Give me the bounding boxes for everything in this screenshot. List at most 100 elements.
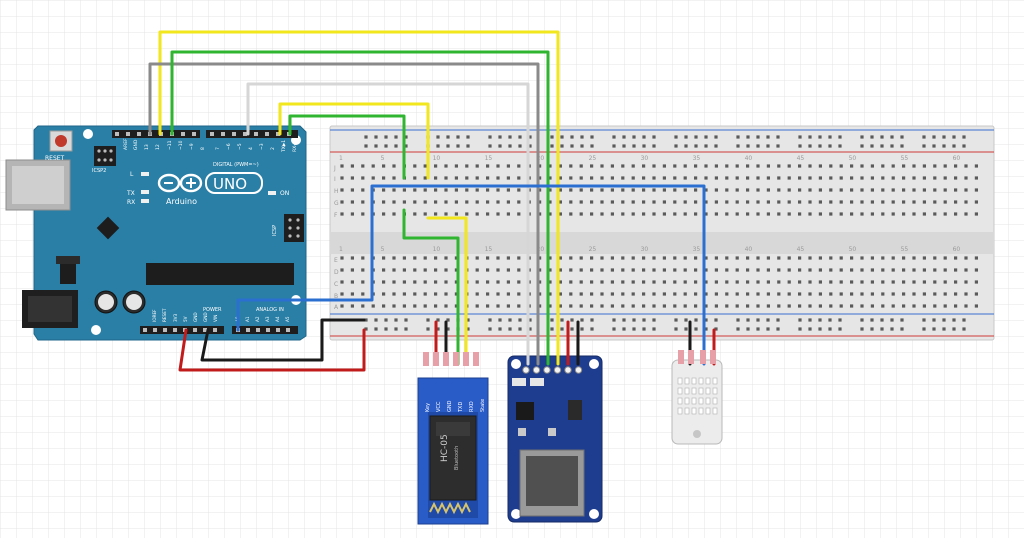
breadboard-hole: [808, 256, 812, 260]
breadboard-hole: [590, 280, 594, 284]
hc05-pin-label: State: [480, 399, 486, 412]
rail-hole: [766, 144, 770, 148]
rail-hole: [756, 327, 760, 331]
rail-hole: [808, 318, 812, 322]
header-pin: [137, 132, 141, 136]
row-letter: A: [334, 304, 339, 311]
rail-hole: [364, 327, 368, 331]
breadboard-hole: [538, 304, 542, 308]
breadboard-hole: [735, 200, 739, 204]
pin-label-6: ~6: [226, 143, 232, 150]
rail-hole: [890, 135, 894, 139]
rail-hole: [798, 144, 802, 148]
breadboard-hole: [964, 256, 968, 260]
breadboard-hole: [621, 176, 625, 180]
breadboard-hole: [569, 188, 573, 192]
breadboard-hole: [569, 292, 573, 296]
breadboard-hole: [423, 256, 427, 260]
breadboard-hole: [548, 304, 552, 308]
breadboard-hole: [766, 188, 770, 192]
breadboard-hole: [579, 200, 583, 204]
breadboard-hole: [662, 176, 666, 180]
header-pin: [181, 132, 185, 136]
breadboard-hole: [382, 304, 386, 308]
led-on: [268, 191, 276, 195]
column-number: 45: [797, 155, 805, 162]
analog-label: ANALOG IN: [256, 307, 284, 313]
breadboard-hole: [486, 176, 490, 180]
breadboard-hole: [610, 256, 614, 260]
rail-hole: [828, 318, 832, 322]
breadboard-hole: [694, 304, 698, 308]
rail-hole: [952, 144, 956, 148]
breadboard-hole: [735, 304, 739, 308]
breadboard-hole: [402, 256, 406, 260]
rail-hole: [384, 327, 388, 331]
breadboard-hole: [714, 176, 718, 180]
breadboard-hole: [943, 292, 947, 296]
dht-vent: [712, 407, 718, 415]
rail-hole: [684, 318, 688, 322]
breadboard-hole: [933, 176, 937, 180]
breadboard-hole: [402, 188, 406, 192]
breadboard-hole: [444, 212, 448, 216]
breadboard-hole: [382, 268, 386, 272]
header-pin: [276, 132, 280, 136]
hc05-sub-label: Bluetooth: [454, 446, 460, 470]
pin-label-a4: A4: [275, 316, 280, 322]
breadboard-hole: [683, 268, 687, 272]
rail-hole: [756, 318, 760, 322]
rail-hole: [652, 327, 656, 331]
rail-hole: [446, 135, 450, 139]
breadboard-hole: [423, 176, 427, 180]
rail-hole: [808, 144, 812, 148]
breadboard-hole: [704, 304, 708, 308]
breadboard-hole: [850, 200, 854, 204]
rail-hole: [632, 135, 636, 139]
breadboard-hole: [423, 200, 427, 204]
breadboard-hole: [746, 212, 750, 216]
dht-vent: [712, 377, 718, 385]
breadboard-hole: [434, 292, 438, 296]
breadboard-hole: [652, 268, 656, 272]
rail-hole: [394, 327, 398, 331]
breadboard-hole: [881, 212, 885, 216]
header-pin: [266, 328, 270, 332]
breadboard-hole: [517, 200, 521, 204]
breadboard-hole: [694, 188, 698, 192]
breadboard-hole: [746, 268, 750, 272]
breadboard-hole: [465, 176, 469, 180]
breadboard-hole: [413, 176, 417, 180]
breadboard-hole: [922, 292, 926, 296]
breadboard-hole: [361, 304, 365, 308]
breadboard-hole: [558, 188, 562, 192]
rail-hole: [652, 144, 656, 148]
breadboard-hole: [839, 176, 843, 180]
rail-hole: [828, 144, 832, 148]
breadboard-hole: [558, 280, 562, 284]
breadboard-hole: [621, 292, 625, 296]
breadboard-hole: [475, 292, 479, 296]
breadboard-hole: [340, 280, 344, 284]
breadboard-hole: [746, 292, 750, 296]
breadboard-hole: [756, 164, 760, 168]
breadboard-hole: [943, 256, 947, 260]
pin-label-3: ~3: [259, 143, 265, 150]
rail-hole: [776, 327, 780, 331]
breadboard-hole: [662, 268, 666, 272]
rail-hole: [746, 144, 750, 148]
breadboard-hole: [673, 200, 677, 204]
rail-hole: [590, 135, 594, 139]
breadboard-hole: [725, 304, 729, 308]
rail-hole: [632, 318, 636, 322]
hc05-pin-label: RXD: [469, 401, 475, 412]
breadboard-hole: [444, 176, 448, 180]
pin-label-0: RX◀0: [292, 139, 298, 152]
breadboard-hole: [569, 176, 573, 180]
icsp-header: [284, 214, 304, 242]
breadboard-hole: [839, 212, 843, 216]
breadboard-hole: [777, 292, 781, 296]
mount-hole: [83, 129, 93, 139]
breadboard-hole: [486, 268, 490, 272]
